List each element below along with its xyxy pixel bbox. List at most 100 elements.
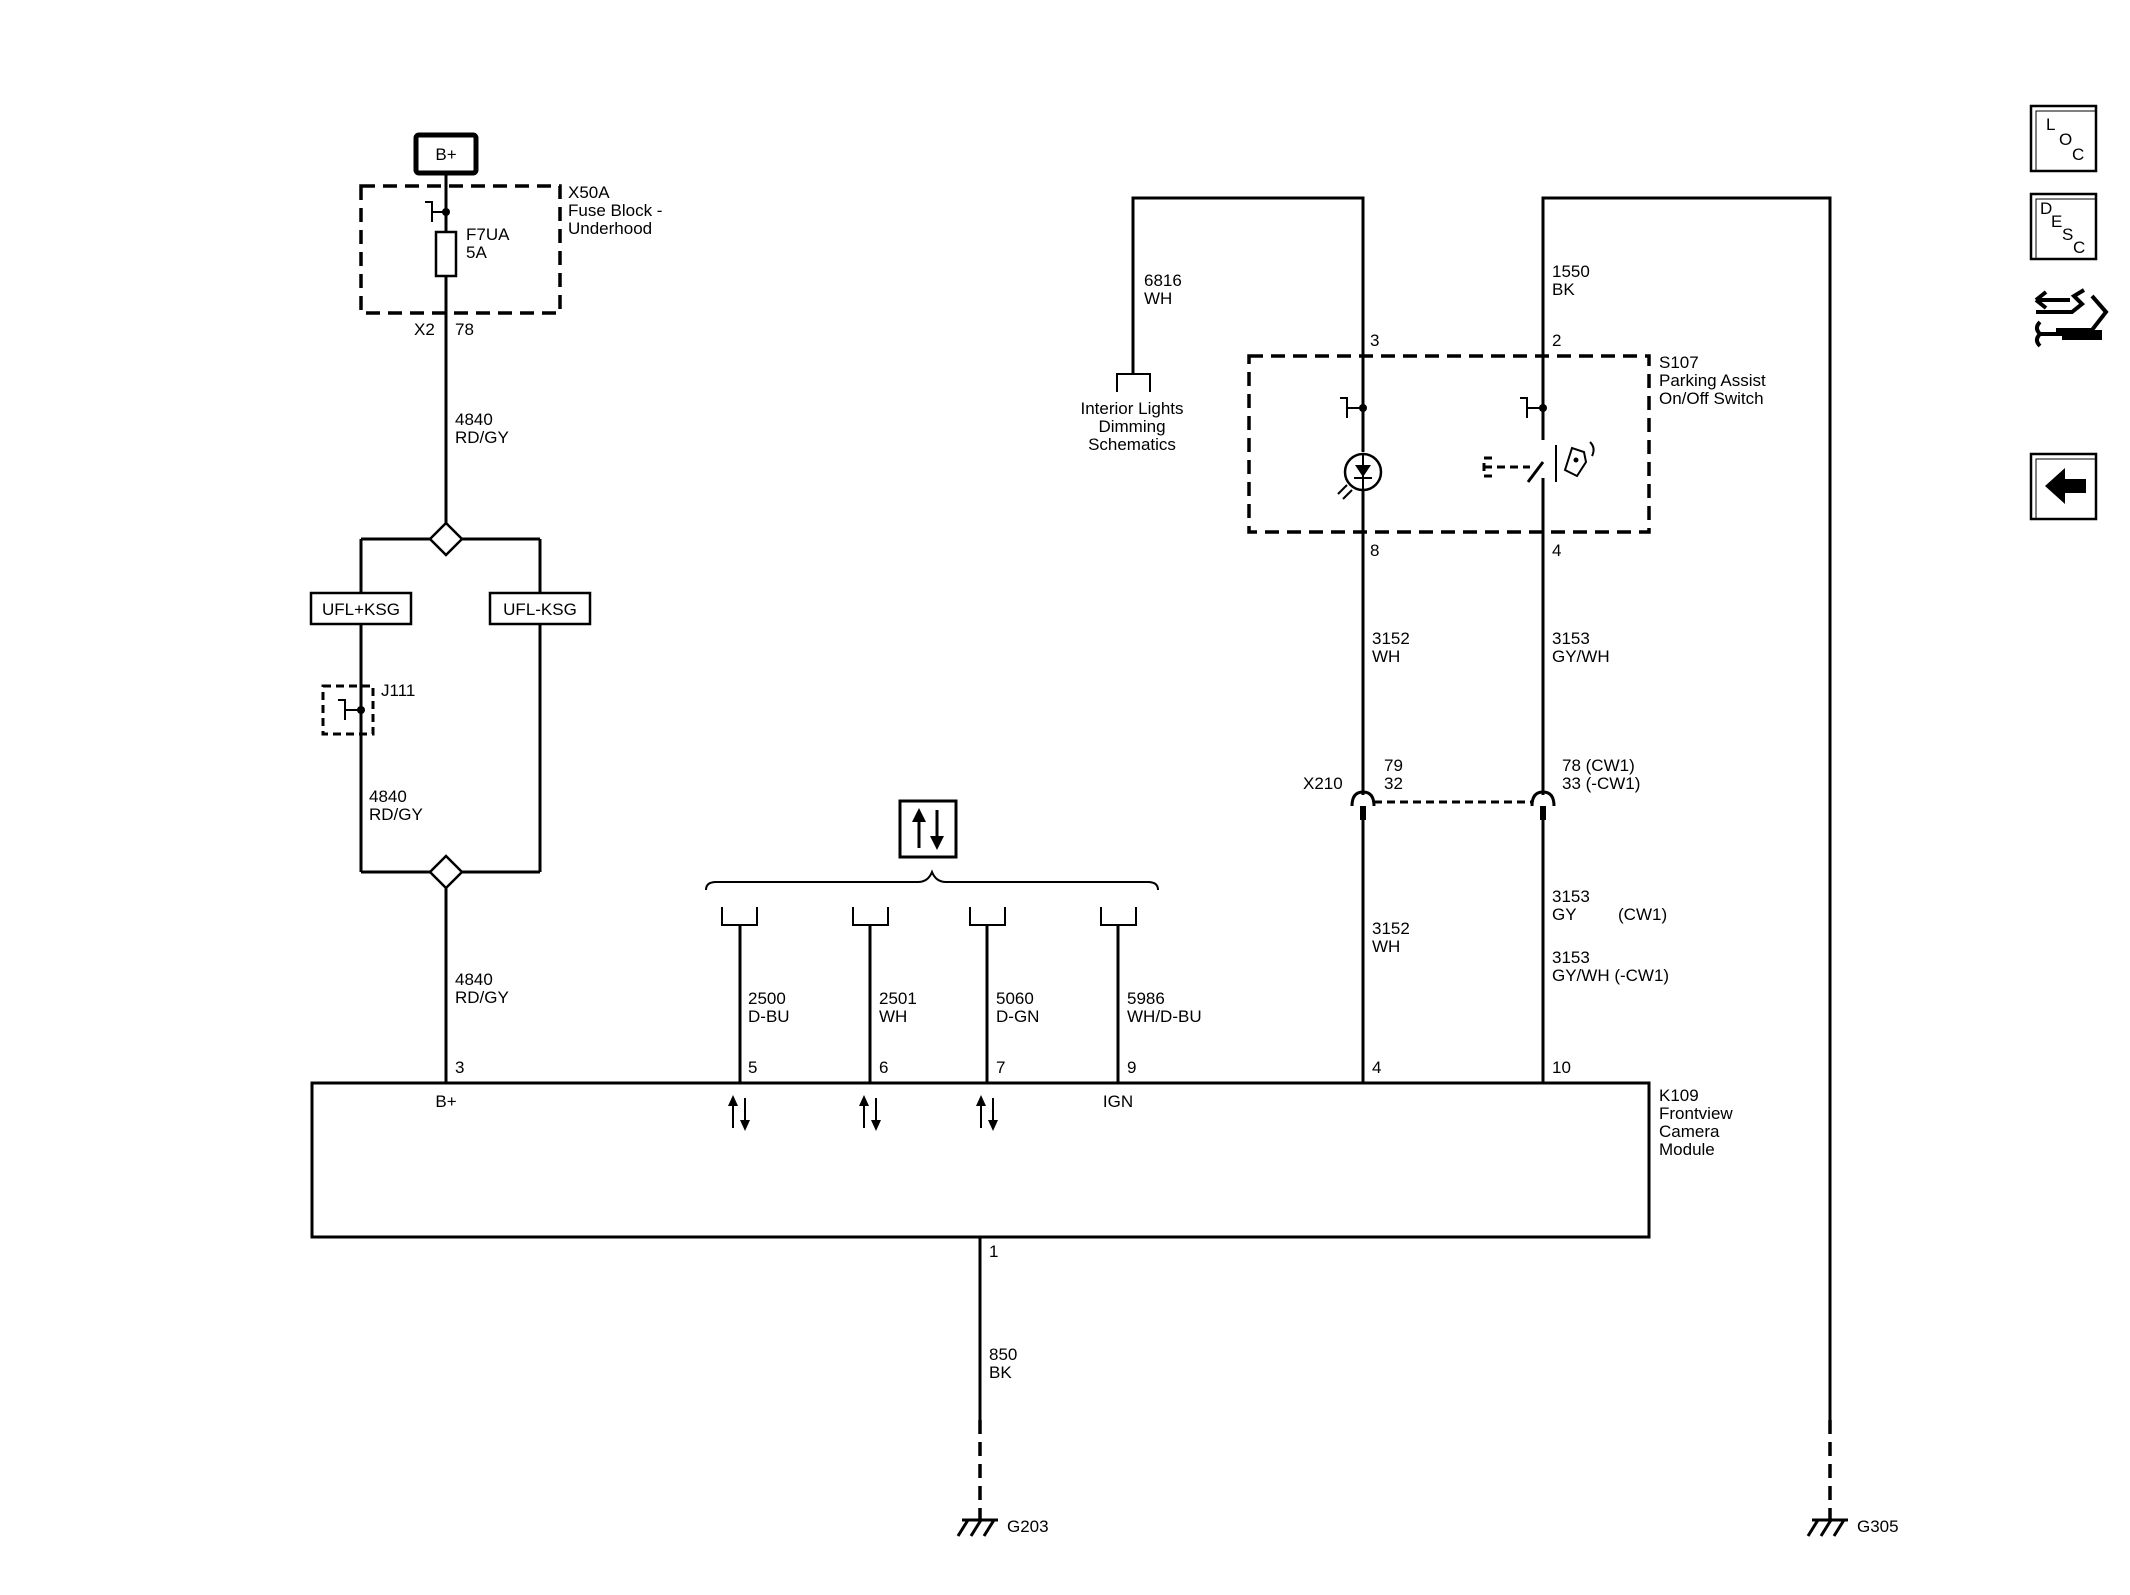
- wire-3152-top-circuit: 3152: [1372, 629, 1410, 648]
- wire-5986-circuit: 5986: [1127, 989, 1165, 1008]
- wire-850-circuit: 850: [989, 1345, 1017, 1364]
- loc-letter-o: O: [2059, 130, 2072, 149]
- wire-6816-color: WH: [1144, 289, 1172, 308]
- ground-g305-label: G305: [1857, 1517, 1899, 1536]
- fuse-icon: [434, 230, 458, 278]
- wire-3153-cw1-circuit: 3153: [1552, 887, 1590, 906]
- fuse-rating: 5A: [466, 243, 487, 262]
- data-arrows-icon-pin6: [859, 1095, 881, 1131]
- x210-right-bot: 33 (-CW1): [1562, 774, 1640, 793]
- fuse-block-name-1: Fuse Block -: [568, 201, 662, 220]
- interior-lights-line2: Dimming: [1098, 417, 1165, 436]
- switch-pin-2: 2: [1552, 331, 1561, 350]
- supply-label: B+: [435, 145, 456, 164]
- jumper-tap-icon: [338, 699, 361, 720]
- loc-letter-c: C: [2072, 145, 2084, 164]
- switch-s107: 3 2 8 4 S107 Parking Assist On/Off Switc…: [1247, 331, 1766, 560]
- fuse-tap-icon: [425, 201, 446, 222]
- wire-4840-bot-color: RD/GY: [455, 988, 509, 1007]
- wire-3153-top-circuit: 3153: [1552, 629, 1590, 648]
- switch-pin-3: 3: [1370, 331, 1379, 350]
- option-right-label: UFL-KSG: [503, 600, 577, 619]
- option-left-label: UFL+KSG: [322, 600, 400, 619]
- wire-3153-ncw1-circuit: 3153: [1552, 948, 1590, 967]
- ground-g203-label: G203: [1007, 1517, 1049, 1536]
- switch-name-1: Parking Assist: [1659, 371, 1766, 390]
- splice-diamond-upper: [428, 521, 464, 557]
- switch-pin-8: 8: [1370, 541, 1379, 560]
- module-pin-5: 5: [748, 1058, 757, 1077]
- wire-3153-ncw1-color: GY/WH (-CW1): [1552, 966, 1669, 985]
- led-indicator-icon: [1337, 452, 1383, 500]
- wire-5060-circuit: 5060: [996, 989, 1034, 1008]
- module-pin-3: 3: [455, 1058, 464, 1077]
- bus-bracket: [705, 869, 1159, 891]
- location-button[interactable]: L O C: [2029, 104, 2098, 173]
- switch-tap-icon-left: [1340, 397, 1363, 418]
- interior-lights-line1: Interior Lights: [1081, 399, 1184, 418]
- module-pin-7: 7: [996, 1058, 1005, 1077]
- battery-supply: B+: [413, 132, 479, 176]
- wire-1550-color: BK: [1552, 280, 1575, 299]
- option-ufl-ksg: UFL+KSG: [309, 591, 413, 626]
- wire-3153-top-color: GY/WH: [1552, 647, 1610, 666]
- jumper-ref: J111: [381, 681, 415, 700]
- switch-actuator-icon: [1482, 456, 1530, 478]
- wire-4840-top-circuit: 4840: [455, 410, 493, 429]
- switch-contact-icon: [1526, 461, 1545, 483]
- x210-left-top: 79: [1384, 756, 1403, 775]
- splice-diamond-lower: [428, 854, 464, 890]
- loc-letter-l: L: [2046, 115, 2055, 134]
- module-k109: 3 5 6 7 9 4 10 B+ IGN K109 Frontview Cam…: [310, 1058, 1733, 1239]
- desc-letter-e: E: [2051, 212, 2062, 231]
- module-name-2: Camera: [1659, 1122, 1720, 1141]
- parking-assist-icon: [1563, 441, 1595, 478]
- x210-right-top: 78 (CW1): [1562, 756, 1635, 775]
- connector-view-icon[interactable]: [2034, 288, 2109, 348]
- fuse-ref: F7UA: [466, 225, 510, 244]
- jumper-j111-box: [321, 684, 375, 736]
- fuse-block-name-2: Underhood: [568, 219, 652, 238]
- switch-pin-4: 4: [1552, 541, 1561, 560]
- wire-1550-circuit: 1550: [1552, 262, 1590, 281]
- option-ufl-no-ksg: UFL-KSG: [488, 591, 592, 626]
- wire-3152-bot-circuit: 3152: [1372, 919, 1410, 938]
- description-button[interactable]: D E S C: [2029, 192, 2098, 261]
- wire-3153-cw1-color: GY: [1552, 905, 1577, 924]
- wire-2501-circuit: 2501: [879, 989, 917, 1008]
- module-ref: K109: [1659, 1086, 1699, 1105]
- switch-ref: S107: [1659, 353, 1699, 372]
- fuse-block-ref: X50A: [568, 183, 610, 202]
- module-pin-9: 9: [1127, 1058, 1136, 1077]
- bus-wire-2501: 2501 WH: [852, 907, 917, 1083]
- x210-left-bot: 32: [1384, 774, 1403, 793]
- module-pin-4: 4: [1372, 1058, 1381, 1077]
- wire-4840-mid-color: RD/GY: [369, 805, 423, 824]
- interior-lights-line3: Schematics: [1088, 435, 1176, 454]
- wire-2501-color: WH: [879, 1007, 907, 1026]
- wire-3152-top-color: WH: [1372, 647, 1400, 666]
- serial-data-icon: [898, 799, 958, 859]
- wire-850-color: BK: [989, 1363, 1012, 1382]
- fuse-block-pin: 78: [455, 320, 474, 339]
- module-name-1: Frontview: [1659, 1104, 1733, 1123]
- bus-wire-5060: 5060 D-GN: [969, 907, 1039, 1083]
- wire-4840-bot-circuit: 4840: [455, 970, 493, 989]
- interior-lights-connector: [1116, 373, 1151, 392]
- bus-wire-5986: 5986 WH/D-BU: [1100, 907, 1202, 1083]
- module-pin-label-bplus: B+: [435, 1092, 456, 1111]
- switch-tap-icon-right: [1520, 397, 1543, 418]
- back-arrow-icon[interactable]: [2029, 452, 2098, 521]
- wire-5060-color: D-GN: [996, 1007, 1039, 1026]
- wire-5986-color: WH/D-BU: [1127, 1007, 1202, 1026]
- ground-g305-icon: [1806, 1518, 1848, 1537]
- wire-3153-cw1-option: (CW1): [1618, 905, 1667, 924]
- module-pin-1: 1: [989, 1242, 998, 1261]
- data-arrows-icon-pin5: [728, 1095, 750, 1131]
- wire-2500-circuit: 2500: [748, 989, 786, 1008]
- data-arrows-icon-pin7: [976, 1095, 998, 1131]
- bus-wire-2500: 2500 D-BU: [721, 907, 790, 1083]
- module-pin-label-ign: IGN: [1103, 1092, 1133, 1111]
- fuse-block-connector: X2: [414, 320, 435, 339]
